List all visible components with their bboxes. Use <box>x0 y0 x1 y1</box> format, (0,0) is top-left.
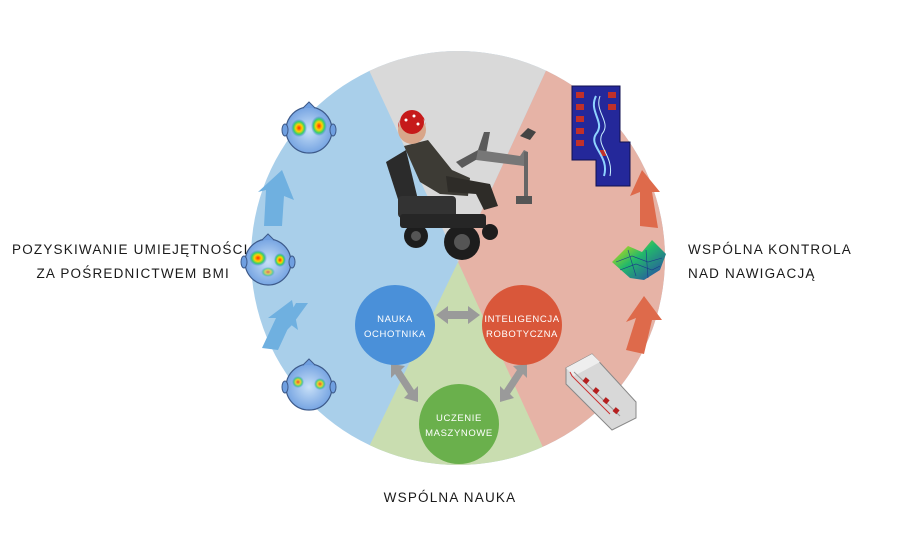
sector-gray <box>355 51 560 262</box>
brain-map-top-icon <box>281 101 337 154</box>
node-volunteer-circle <box>355 285 435 365</box>
building-model-icon <box>565 353 637 431</box>
node-robot-circle <box>482 285 562 365</box>
floor-map-icon <box>571 85 631 187</box>
node-robot-line2: ROBOTYCZNA <box>486 329 558 340</box>
left-arrows <box>258 170 308 350</box>
right-arrows <box>626 170 662 354</box>
node-robot-line1: INTELIGENCJA <box>484 314 559 325</box>
surface-plot-icon <box>612 240 666 280</box>
left-arrow-upper-shape <box>258 170 294 226</box>
node-machine-line2: MASZYNOWE <box>425 428 493 439</box>
brain-map-middle-icon <box>240 233 296 286</box>
gray-double-arrows <box>391 306 527 402</box>
left-arrow-lower-shape <box>262 300 298 350</box>
node-machine: UCZENIE MASZYNOWE <box>419 384 499 464</box>
node-volunteer: NAUKA OCHOTNIKA <box>355 285 435 365</box>
arrow-volunteer-robot <box>436 306 480 324</box>
right-label: WSPÓLNA KONTROLA NAD NAWIGACJĄ <box>688 238 852 286</box>
right-label-line1: WSPÓLNA KONTROLA <box>688 242 852 257</box>
node-machine-circle <box>419 384 499 464</box>
bottom-label: WSPÓLNA NAUKA <box>0 486 900 510</box>
left-label-line1: POZYSKIWANIE UMIEJĘTNOŚCI <box>12 242 249 257</box>
bottom-label-text: WSPÓLNA NAUKA <box>383 490 517 505</box>
arrow-robot-machine <box>500 364 527 402</box>
arrow-volunteer-machine <box>391 364 418 402</box>
brain-map-icon <box>240 101 337 411</box>
left-label-line2: ZA POŚREDNICTWEM BMI <box>36 266 230 281</box>
node-robot: INTELIGENCJA ROBOTYCZNA <box>482 285 562 365</box>
right-arrow-upper-shape <box>630 170 660 228</box>
brain-map-bottom-icon <box>281 358 337 411</box>
node-volunteer-line2: OCHOTNIKA <box>364 329 426 340</box>
node-machine-line1: UCZENIE <box>436 413 482 424</box>
right-label-line2: NAD NAWIGACJĄ <box>688 266 816 281</box>
wheelchair-user-icon <box>386 110 536 260</box>
node-volunteer-line1: NAUKA <box>377 314 413 325</box>
left-label: POZYSKIWANIE UMIEJĘTNOŚCI ZA POŚREDNICTW… <box>12 238 249 286</box>
sector-green <box>353 262 558 465</box>
right-arrow-lower-shape <box>626 296 662 354</box>
